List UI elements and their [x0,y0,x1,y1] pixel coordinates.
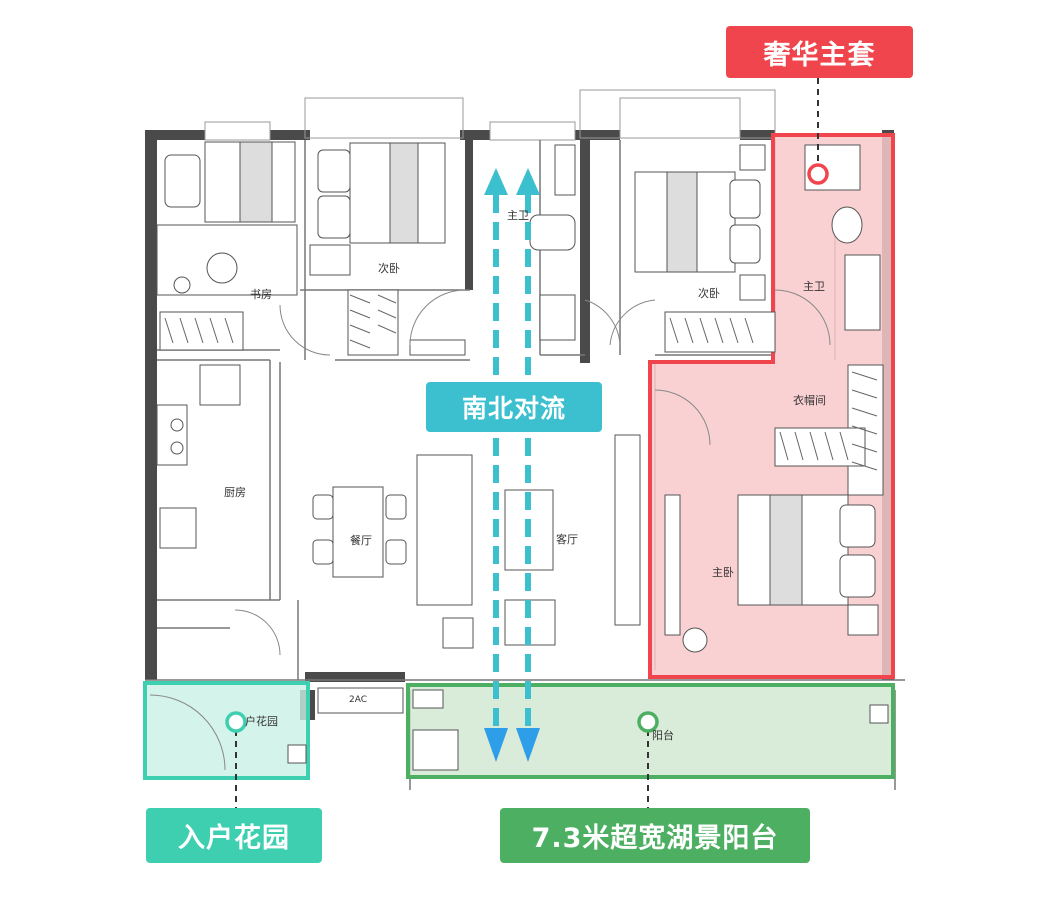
room-label-second-bedroom-right: 次卧 [698,287,720,300]
windows [204,89,776,141]
master-suite-marker [807,163,829,185]
ac-label: 2AC [349,695,368,705]
room-label-kitchen: 厨房 [224,486,246,499]
doors [149,289,831,771]
room-label-living: 客厅 [556,533,578,546]
callout-lake-balcony: 7.3米超宽湖景阳台 [500,808,810,863]
room-label-study: 书房 [250,288,272,301]
balcony-marker [637,711,659,733]
callout-ventilation: 南北对流 [426,382,602,432]
entry-garden-marker [225,711,247,733]
room-label-wardrobe: 衣帽间 [793,394,826,407]
ac-box [317,687,404,714]
room-label-small-bath: 主卫 [507,209,529,222]
room-label-dining: 餐厅 [350,534,372,547]
room-label-master-bath: 主卫 [803,280,825,293]
callout-luxury-suite: 奢华主套 [726,26,913,78]
room-label-master-bedroom: 主卧 [712,566,734,579]
ventilation-flow [484,168,540,762]
room-label-balcony: 阳台 [652,729,674,742]
callout-entry-garden: 入户花园 [146,808,322,863]
entry-garden-highlight [143,681,310,780]
wardrobe-hatching [164,294,878,471]
room-label-second-bedroom-left: 次卧 [378,262,400,275]
leader-lines [235,78,819,808]
room-label-entry-garden: 户花园 [245,715,278,728]
